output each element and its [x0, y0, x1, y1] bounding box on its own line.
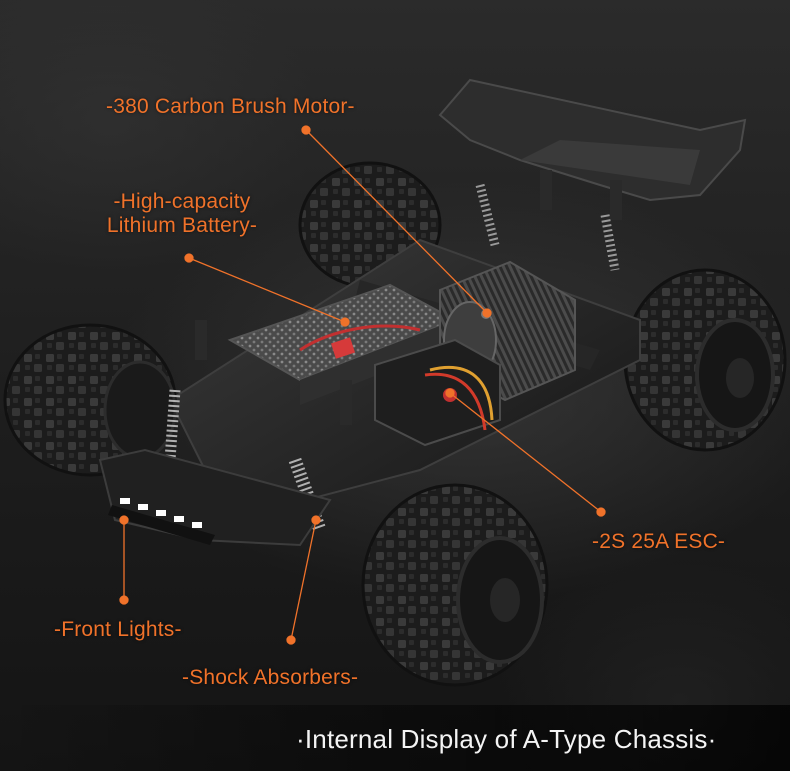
shocks-callout-label: -Shock Absorbers- [182, 666, 359, 689]
esc-unit [374, 338, 501, 447]
rear-wing [438, 78, 747, 220]
esc-leader [445, 388, 606, 517]
motor-leader [301, 125, 492, 318]
front-bumper [98, 448, 332, 547]
lights-leader [119, 515, 129, 605]
rear-shocks [475, 183, 620, 271]
battery-leader [184, 253, 350, 327]
motor-callout-label: -380 Carbon Brush Motor- [106, 95, 355, 118]
battery-callout-line2: Lithium Battery- [106, 214, 258, 237]
shocks-leader [286, 515, 321, 645]
battery-callout-label: -High-capacity Lithium Battery- [96, 190, 268, 238]
front-lights-leds [120, 498, 202, 528]
chassis-caption: ·Internal Display of A-Type Chassis· [296, 724, 717, 754]
lights-callout-label: -Front Lights- [54, 618, 182, 641]
front-right-wheel [361, 483, 549, 687]
callout-leaders [119, 125, 606, 645]
battery-callout-line1: -High-capacity [113, 190, 251, 213]
rear-right-wheel [623, 268, 787, 452]
caption-bar [0, 705, 790, 771]
esc-callout-label: -2S 25A ESC- [592, 530, 726, 553]
